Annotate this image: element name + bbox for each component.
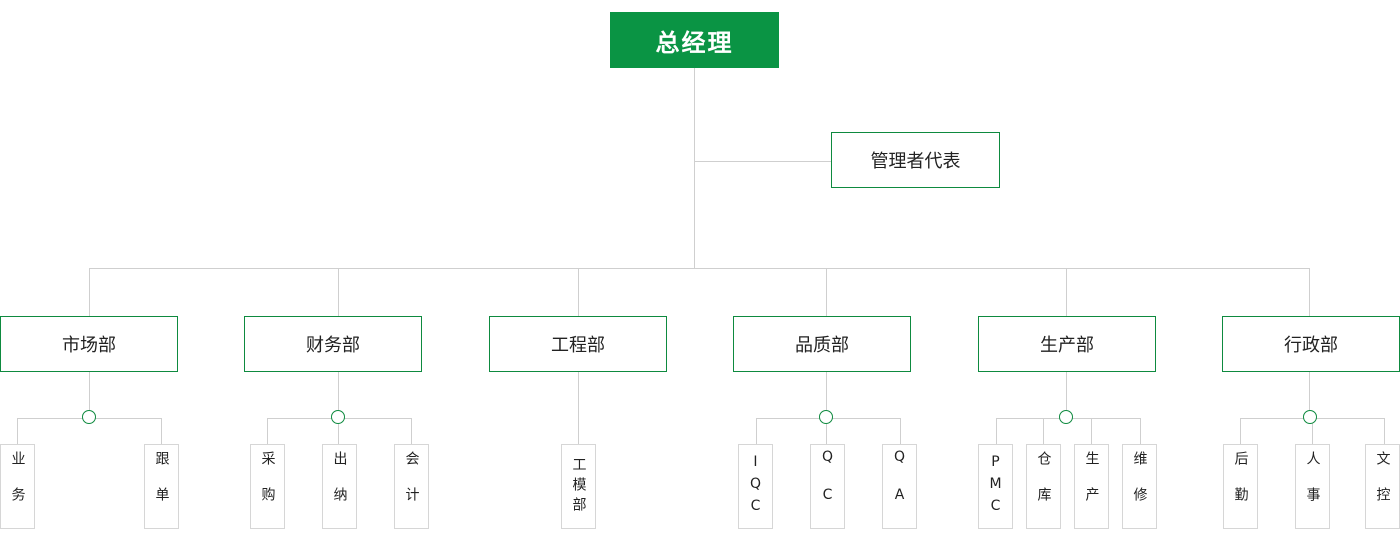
sub-drop-line xyxy=(161,418,162,444)
sub-node: IQC xyxy=(738,444,773,529)
mr-node: 管理者代表 xyxy=(831,132,1000,188)
dept-drop-line xyxy=(578,268,579,317)
sub-node: 生产 xyxy=(1074,444,1109,529)
sub-node-label: 仓库 xyxy=(1035,450,1052,523)
sub-node: 工模部 xyxy=(561,444,596,529)
dept-stem-line xyxy=(578,372,579,444)
dept-stem-line xyxy=(89,372,90,410)
dept-bus-line xyxy=(89,268,1310,269)
sub-drop-line xyxy=(1091,418,1092,444)
sub-drop-line xyxy=(826,418,827,444)
sub-node-label: 会计 xyxy=(403,450,420,523)
sub-node-label: 文控 xyxy=(1374,450,1391,523)
dept-stem-line xyxy=(826,372,827,410)
sub-node: 出纳 xyxy=(322,444,357,529)
junction-circle xyxy=(331,410,345,424)
sub-node-label: 工模部 xyxy=(570,456,587,517)
sub-node: 人事 xyxy=(1295,444,1330,529)
sub-node: 维修 xyxy=(1122,444,1157,529)
dept-drop-line xyxy=(89,268,90,317)
dept-node: 工程部 xyxy=(489,316,667,372)
dept-node: 市场部 xyxy=(0,316,178,372)
sub-node-label: PMC xyxy=(987,453,1004,520)
dept-node: 品质部 xyxy=(733,316,911,372)
root-trunk-line xyxy=(694,67,695,269)
sub-node-label: 采购 xyxy=(259,450,276,523)
sub-node: 会计 xyxy=(394,444,429,529)
sub-drop-line xyxy=(1384,418,1385,444)
root-node: 总经理 xyxy=(610,12,779,68)
dept-drop-line xyxy=(1309,268,1310,317)
sub-drop-line xyxy=(411,418,412,444)
junction-circle xyxy=(1303,410,1317,424)
sub-node: 仓库 xyxy=(1026,444,1061,529)
junction-circle xyxy=(82,410,96,424)
dept-node: 行政部 xyxy=(1222,316,1400,372)
sub-node-label: IQC xyxy=(747,453,764,520)
sub-node: 跟单 xyxy=(144,444,179,529)
sub-drop-line xyxy=(1240,418,1241,444)
sub-drop-line xyxy=(996,418,997,444)
dept-stem-line xyxy=(1066,372,1067,410)
sub-node-label: 人事 xyxy=(1304,450,1321,523)
sub-node: 采购 xyxy=(250,444,285,529)
sub-node-label: QC xyxy=(819,448,836,525)
sub-node-label: 出纳 xyxy=(331,450,348,523)
sub-node: QC xyxy=(810,444,845,529)
dept-node: 财务部 xyxy=(244,316,422,372)
sub-node-label: QA xyxy=(891,448,908,525)
sub-drop-line xyxy=(338,418,339,444)
sub-drop-line xyxy=(17,418,18,444)
dept-drop-line xyxy=(1066,268,1067,317)
dept-stem-line xyxy=(1309,372,1310,410)
mr-branch-line xyxy=(694,161,832,162)
junction-circle xyxy=(819,410,833,424)
sub-drop-line xyxy=(1312,418,1313,444)
sub-node-label: 业务 xyxy=(9,450,26,523)
sub-node: 后勤 xyxy=(1223,444,1258,529)
dept-drop-line xyxy=(826,268,827,317)
sub-node: PMC xyxy=(978,444,1013,529)
sub-drop-line xyxy=(267,418,268,444)
sub-node: 文控 xyxy=(1365,444,1400,529)
sub-node-label: 后勤 xyxy=(1232,450,1249,523)
sub-node-label: 跟单 xyxy=(153,450,170,523)
sub-node-label: 生产 xyxy=(1083,450,1100,523)
sub-node: 业务 xyxy=(0,444,35,529)
junction-circle xyxy=(1059,410,1073,424)
sub-drop-line xyxy=(756,418,757,444)
sub-node-label: 维修 xyxy=(1131,450,1148,523)
sub-drop-line xyxy=(1043,418,1044,444)
dept-stem-line xyxy=(338,372,339,410)
sub-node: QA xyxy=(882,444,917,529)
sub-drop-line xyxy=(1140,418,1141,444)
dept-node: 生产部 xyxy=(978,316,1156,372)
sub-drop-line xyxy=(900,418,901,444)
dept-drop-line xyxy=(338,268,339,317)
